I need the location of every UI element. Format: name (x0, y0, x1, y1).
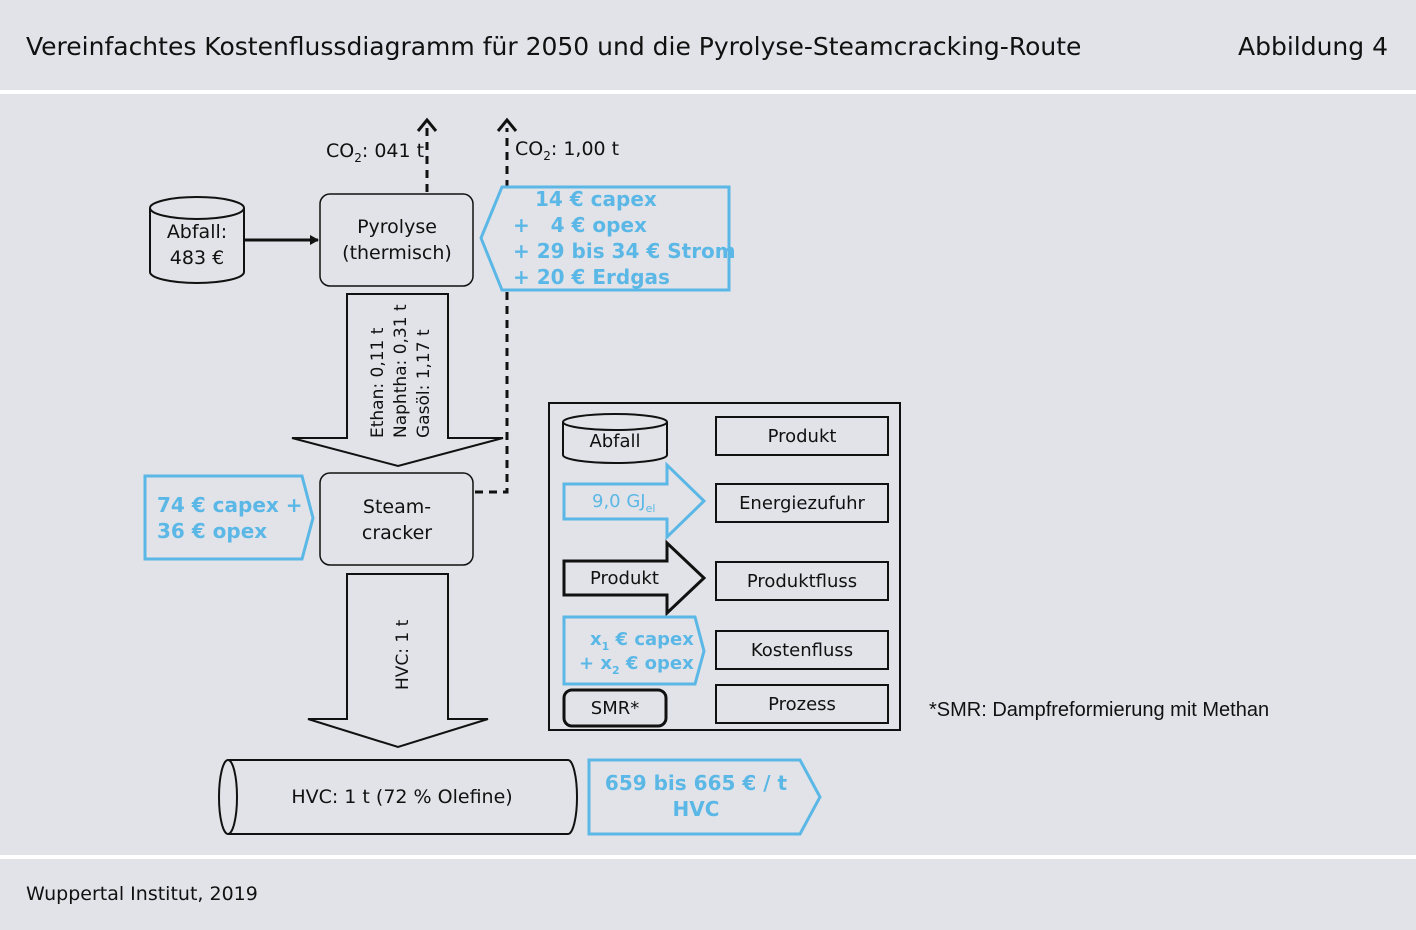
flow-ethane-label: Ethan: 0,11 t (368, 327, 388, 438)
header-bar: Vereinfachtes Kostenflussdiagramm für 20… (0, 0, 1416, 90)
steamcracker-label: Steam- (363, 496, 431, 518)
legend-process-box (715, 684, 889, 724)
pyrolysis-cost-power: + 29 bis 34 € Strom (513, 239, 736, 263)
total-cost-unit: HVC (673, 797, 720, 821)
total-cost-flow (587, 758, 822, 836)
pyrolysis-cost-flow (479, 185, 731, 292)
legend-energy-arrow (562, 461, 707, 541)
legend-energy-label: Energiezufuhr (739, 493, 865, 514)
co2-total-arrow (475, 117, 518, 494)
hvc-product-flow-arrow (307, 573, 489, 749)
pyrolysis-cost-capex: 14 € capex (535, 187, 657, 211)
legend-waste-label: Abfall (589, 431, 640, 452)
legend-product-box (715, 416, 889, 456)
legend-smr-box (562, 688, 668, 728)
pyrolysis-label: Pyrolyse (357, 216, 437, 238)
legend-costflow-label: Kostenfluss (751, 640, 853, 661)
waste-cost: 483 € (170, 247, 224, 269)
co2-pyrolysis-arrow (416, 117, 438, 192)
smr-footnote: *SMR: Dampfreformierung mit Methan (929, 699, 1269, 721)
figure-label: Abbildung 4 (1237, 32, 1388, 61)
steamcracker-process-box (319, 472, 474, 566)
legend-waste-cylinder (562, 413, 668, 464)
header-divider (0, 90, 1416, 94)
page-title: Vereinfachtes Kostenflussdiagramm für 20… (26, 32, 1082, 61)
legend-cost-capex: x1 € capex (590, 629, 694, 653)
legend-energy-value: 9,0 GJel (592, 491, 655, 515)
co2-total-label: CO2: 1,00 t (515, 138, 619, 163)
legend-costflow-box (715, 630, 889, 670)
steamcracker-cost-opex: 36 € opex (157, 519, 267, 543)
legend-product-label: Produkt (768, 426, 837, 447)
legend-costflow-pentagon (562, 615, 706, 686)
total-cost-value: 659 bis 665 € / t (605, 771, 788, 795)
legend-energy-box (715, 483, 889, 523)
pyrolysis-cost-gas: + 20 € Erdgas (513, 265, 670, 289)
source-credit: Wuppertal Institut, 2019 (26, 883, 258, 905)
waste-label: Abfall: (167, 221, 227, 243)
pyrolysis-cost-opex: + 4 € opex (513, 213, 647, 237)
steamcracker-sublabel: cracker (362, 522, 432, 544)
waste-cylinder (149, 196, 245, 284)
flow-gasoil-label: Gasöl: 1,17 t (414, 329, 434, 438)
legend-process-label: Prozess (768, 694, 836, 715)
hvc-product-cylinder (218, 759, 578, 835)
legend-productflow-label: Produktfluss (747, 571, 857, 592)
legend-smr-label: SMR* (591, 698, 639, 719)
hvc-product-label: HVC: 1 t (72 % Olefine) (291, 786, 512, 808)
legend-cost-opex: + x2 € opex (579, 653, 694, 677)
legend-productflow-box (715, 561, 889, 601)
legend-productflow-arrow-label: Produkt (590, 568, 659, 589)
flow-naphtha-label: Naphtha: 0,31 t (391, 304, 411, 438)
legend-productflow-arrow (562, 539, 707, 617)
steamcracker-cost-flow (143, 474, 315, 561)
pyrolysis-product-flow-arrow (291, 293, 504, 468)
hvc-flow-label: HVC: 1 t (393, 619, 413, 690)
footer-divider (0, 855, 1416, 859)
pyrolysis-process-box (319, 193, 474, 287)
co2-pyrolysis-label: CO2: 041 t (326, 140, 424, 165)
pyrolysis-sublabel: (thermisch) (342, 242, 452, 264)
steamcracker-cost-capex: 74 € capex + (157, 493, 303, 517)
